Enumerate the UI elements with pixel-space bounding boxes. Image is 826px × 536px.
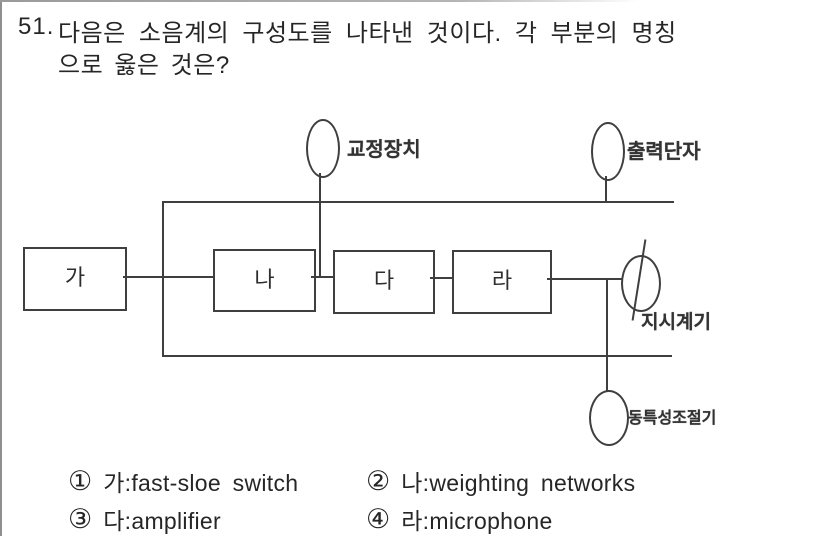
option-3-marker: ③ bbox=[68, 503, 93, 534]
calibration-circle bbox=[306, 119, 340, 178]
diagram-box-ra: 라 bbox=[452, 250, 552, 314]
diagram-box-na: 나 bbox=[213, 249, 316, 312]
dynamic-control-circle bbox=[589, 390, 629, 446]
indicator-label: 지시계기 bbox=[641, 312, 711, 333]
connector-da-ra bbox=[430, 277, 452, 279]
frame-bottom-line bbox=[162, 355, 672, 357]
option-2-label: 나:weighting networks bbox=[401, 470, 636, 496]
calibration-label: 교정장치 bbox=[347, 139, 421, 161]
diagram-box-da: 다 bbox=[333, 250, 435, 314]
diagram-box-da-label: 다 bbox=[373, 268, 395, 293]
indicator-drop-line bbox=[606, 279, 608, 391]
output-terminal-circle bbox=[591, 122, 625, 181]
frame-top-line bbox=[162, 201, 674, 203]
connector-na-da bbox=[311, 276, 333, 278]
question-text-line1: 다음은 소음계의 구성도를 나타낸 것이다. 각 부분의 명칭 bbox=[58, 20, 677, 47]
option-3[interactable]: ③ 다:amplifier bbox=[68, 502, 221, 536]
option-1[interactable]: ① 가:fast-sloe switch bbox=[68, 464, 298, 498]
option-4-label: 라:microphone bbox=[401, 508, 553, 534]
dynamic-control-label: 동특성조절기 bbox=[628, 410, 717, 427]
option-3-label: 다:amplifier bbox=[103, 508, 221, 534]
option-2[interactable]: ② 나:weighting networks bbox=[366, 464, 635, 498]
question-number: 51. bbox=[18, 13, 55, 40]
option-1-label: 가:fast-sloe switch bbox=[103, 470, 299, 496]
output-terminal-label: 출력단자 bbox=[627, 141, 701, 163]
question-text-line2: 으로 옳은 것은? bbox=[58, 52, 230, 79]
connector-ga-na bbox=[123, 276, 213, 278]
diagram-box-na-label: 나 bbox=[254, 267, 275, 292]
page-border-left bbox=[0, 0, 2, 536]
option-1-marker: ① bbox=[68, 465, 93, 496]
diagram-box-ra-label: 라 bbox=[491, 268, 513, 293]
option-4[interactable]: ④ 라:microphone bbox=[366, 502, 553, 536]
diagram-box-ga: 가 bbox=[23, 247, 127, 311]
page-border-top bbox=[0, 0, 660, 2]
frame-left-line bbox=[162, 201, 164, 357]
calibration-stem-line bbox=[319, 173, 321, 278]
option-2-marker: ② bbox=[366, 465, 391, 496]
diagram-box-ga-label: 가 bbox=[64, 265, 86, 290]
connector-ra-meter bbox=[547, 278, 622, 280]
option-4-marker: ④ bbox=[366, 503, 391, 534]
output-terminal-stem-line bbox=[605, 176, 607, 203]
